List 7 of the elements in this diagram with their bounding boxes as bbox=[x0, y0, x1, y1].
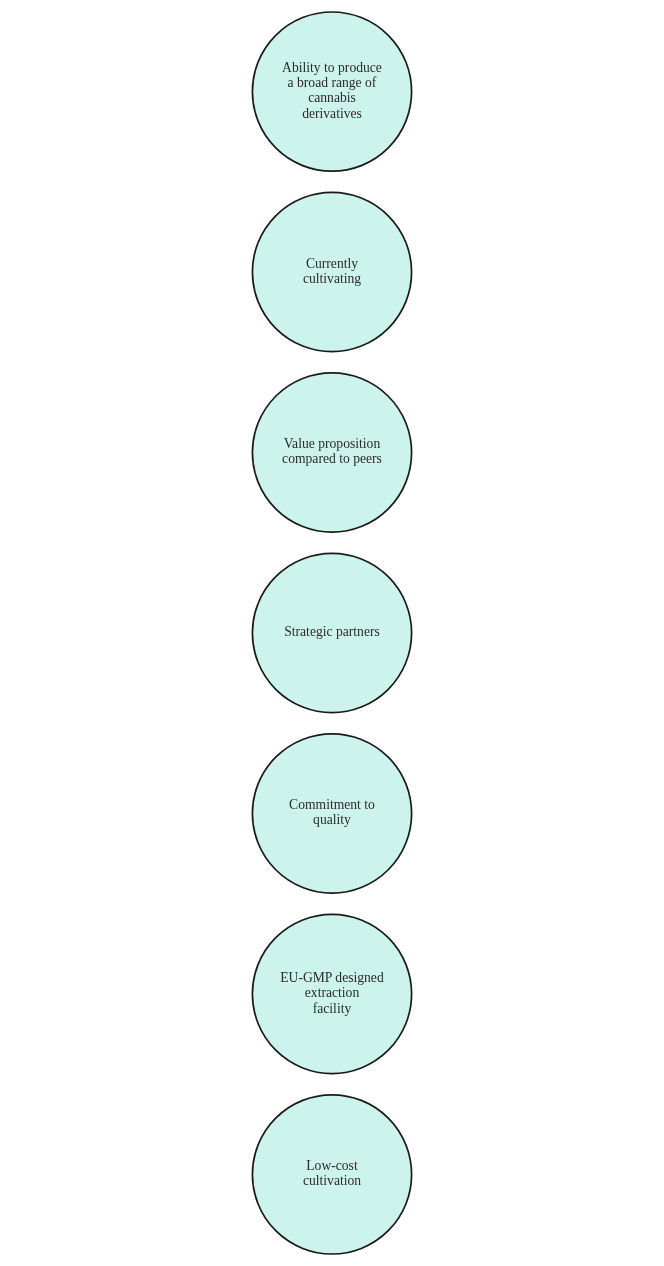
node-circle: Currently cultivating bbox=[251, 191, 413, 353]
node-circle: EU-GMP designed extraction facility bbox=[251, 913, 413, 1075]
node-circle: Low-cost cultivation bbox=[251, 1093, 413, 1255]
node-circle: Value proposition compared to peers bbox=[251, 372, 413, 533]
node-circle: Strategic partners bbox=[251, 552, 413, 714]
node-circle: Commitment to quality bbox=[251, 733, 413, 894]
node-circle: Ability to produce a broad range of cannabis derivatives bbox=[251, 11, 413, 173]
